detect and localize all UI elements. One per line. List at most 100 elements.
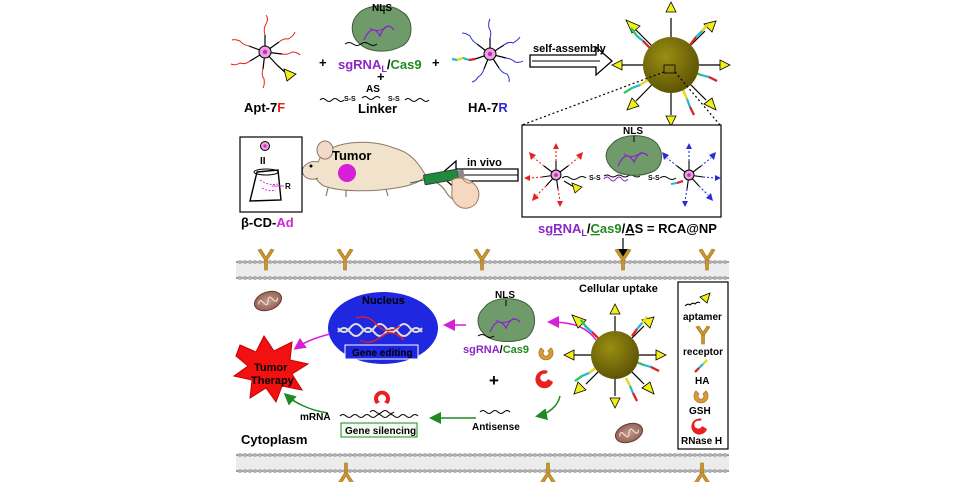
lipid-head: [338, 453, 342, 457]
lipid-head: [643, 469, 647, 473]
lipid-head: [493, 276, 497, 280]
lipid-head: [468, 453, 472, 457]
lipid-head: [503, 276, 507, 280]
lipid-head: [568, 469, 572, 473]
lipid-head: [313, 276, 317, 280]
lipid-head: [243, 469, 247, 473]
lipid-head: [323, 469, 327, 473]
apt-7f-star-icon: [230, 14, 301, 89]
lipid-head: [358, 276, 362, 280]
lipid-head: [603, 469, 607, 473]
lipid-head: [378, 260, 382, 264]
lipid-head: [503, 453, 507, 457]
lipid-head: [603, 276, 607, 280]
gene-editing-label: Gene editing: [352, 348, 413, 359]
lipid-head: [493, 469, 497, 473]
lipid-head: [273, 453, 277, 457]
syringe-icon: [409, 168, 465, 186]
lipid-head: [683, 453, 687, 457]
lipid-head: [708, 469, 712, 473]
rca-np-formula: sgRNAL/Cas9/AS = RCA@NP: [538, 221, 717, 238]
lipid-head: [383, 260, 387, 264]
lipid-head: [318, 453, 322, 457]
lipid-head: [313, 469, 317, 473]
lipid-head: [563, 260, 567, 264]
inset-ss-1: S-S: [589, 175, 601, 182]
lipid-head: [258, 469, 262, 473]
lipid-head: [288, 260, 292, 264]
nls-label-cell: NLS: [495, 290, 515, 301]
lipid-head: [438, 453, 442, 457]
lipid-head: [268, 260, 272, 264]
lipid-head: [693, 276, 697, 280]
lipid-head: [303, 469, 307, 473]
lipid-head: [533, 276, 537, 280]
lipid-head: [333, 276, 337, 280]
lipid-head: [658, 260, 662, 264]
lipid-head: [698, 453, 702, 457]
lipid-head: [418, 260, 422, 264]
legend-ha-icon: [694, 359, 708, 373]
lipid-head: [293, 453, 297, 457]
lipid-head: [678, 453, 682, 457]
lipid-head: [568, 260, 572, 264]
lipid-head: [258, 453, 262, 457]
lipid-head: [543, 453, 547, 457]
lipid-head: [368, 453, 372, 457]
lipid-head: [298, 260, 302, 264]
ss-bond-1: S-S: [344, 96, 356, 103]
plus-sign-cell: +: [489, 371, 499, 390]
lipid-head: [613, 260, 617, 264]
lipid-head: [508, 260, 512, 264]
lipid-head: [633, 469, 637, 473]
lipid-head: [653, 453, 657, 457]
inset-linker-strand: [561, 174, 677, 180]
lipid-head: [323, 453, 327, 457]
lipid-head: [443, 260, 447, 264]
legend-ha-label: HA: [695, 376, 709, 387]
lipid-head: [478, 276, 482, 280]
lipid-head: [253, 453, 257, 457]
lipid-head: [378, 276, 382, 280]
lipid-head: [278, 276, 282, 280]
lipid-head: [433, 453, 437, 457]
lipid-head: [548, 276, 552, 280]
inset-apt-star-icon: [524, 143, 583, 207]
apt-7f-label: Apt-7F: [244, 100, 285, 115]
lipid-head: [533, 453, 537, 457]
lipid-head: [563, 469, 567, 473]
ha-7r-label: HA-7R: [468, 100, 508, 115]
legend-receptor-icon: [695, 325, 711, 345]
lipid-head: [478, 469, 482, 473]
lipid-head: [278, 260, 282, 264]
lipid-head: [238, 469, 242, 473]
nucleus-label: Nucleus: [362, 295, 405, 307]
lipid-head: [718, 260, 722, 264]
lipid-head: [573, 276, 577, 280]
lipid-head: [668, 469, 672, 473]
lipid-head: [698, 276, 702, 280]
lipid-head: [378, 453, 382, 457]
lipid-head: [253, 276, 257, 280]
lipid-head: [628, 260, 632, 264]
lipid-head: [348, 276, 352, 280]
lipid-head: [433, 469, 437, 473]
lipid-head: [513, 453, 517, 457]
lipid-head: [493, 453, 497, 457]
lipid-head: [408, 260, 412, 264]
lipid-head: [498, 453, 502, 457]
legend-receptor-label: receptor: [683, 347, 723, 358]
hand-icon: [451, 177, 480, 209]
lipid-head: [693, 260, 697, 264]
lipid-head: [508, 453, 512, 457]
lipid-head: [613, 469, 617, 473]
lipid-head: [558, 453, 562, 457]
lipid-head: [703, 276, 707, 280]
lipid-head: [528, 260, 532, 264]
lipid-head: [308, 453, 312, 457]
lipid-head: [683, 260, 687, 264]
lipid-head: [693, 469, 697, 473]
lipid-head: [253, 260, 257, 264]
lipid-head: [668, 260, 672, 264]
sgrna-cas9-label-top: sgRNAL/Cas9: [338, 57, 422, 74]
